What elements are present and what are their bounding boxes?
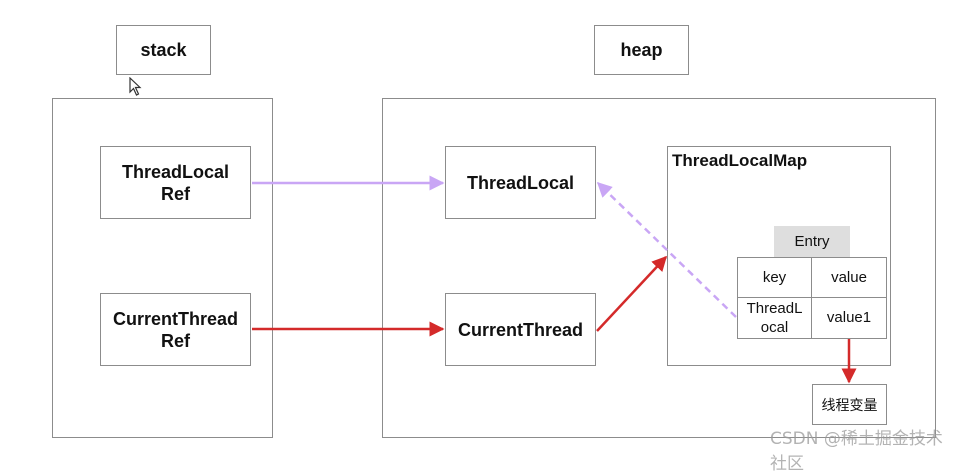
entry-value-cell: value1 xyxy=(811,297,887,339)
entry-header: Entry xyxy=(774,226,850,257)
thread-variable-box: 线程变量 xyxy=(812,384,887,425)
key-to-threadlocal-weak-arrow xyxy=(596,181,737,318)
currentthread-ref-box: CurrentThread Ref xyxy=(100,293,251,366)
connector-arrows xyxy=(252,175,857,384)
stack-label-text: stack xyxy=(140,40,187,60)
entry-key-cell: ThreadL ocal xyxy=(737,297,812,339)
stack-label: stack xyxy=(116,25,211,75)
heap-label: heap xyxy=(594,25,689,75)
mouse-cursor-icon xyxy=(129,77,142,96)
currentthread-ref-text: CurrentThread Ref xyxy=(112,308,238,351)
threadlocal-ref-box: ThreadLocal Ref xyxy=(100,146,251,219)
threadlocal-ref-text: ThreadLocal Ref xyxy=(121,161,230,204)
currentthread-text: CurrentThread xyxy=(457,319,583,340)
watermark: CSDN @稀土掘金技术社区 xyxy=(770,429,943,474)
threadlocal-box: ThreadLocal xyxy=(445,146,596,219)
currentthread-box: CurrentThread xyxy=(445,293,596,366)
heap-label-text: heap xyxy=(620,40,663,60)
threadlocalmap-title: ThreadLocalMap xyxy=(672,151,808,170)
currentthread-to-map-arrow xyxy=(596,255,668,332)
threadlocal-text: ThreadLocal xyxy=(466,172,575,193)
entry-key-text: ThreadL ocal xyxy=(746,300,803,336)
